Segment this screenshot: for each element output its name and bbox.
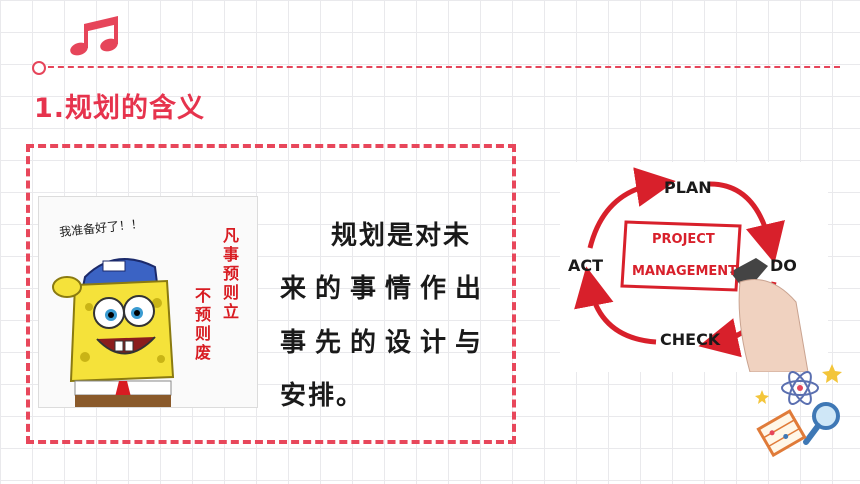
project-text: PROJECT [652,232,715,247]
body-line-1: 规划是对未 [331,221,472,251]
star-icon [822,364,842,383]
vertical-slogan-2: 不预则废 [192,287,211,363]
vertical-slogan-1: 凡事预则立 [220,227,239,322]
pdca-do-label: DO [770,256,797,275]
speech-text: 我准备好了！！ [58,216,144,240]
pdca-plan-label: PLAN [664,178,712,197]
science-decoration [755,364,842,458]
body-line-2: 来的事情作出 [280,274,491,304]
abacus-icon [756,409,807,458]
section-title: 1.规划的含义 [34,93,206,124]
dashed-line-start-dot [32,61,46,75]
pdca-arrows [574,167,809,372]
body-line-4: 安排。 [280,381,365,411]
music-note-icon [70,16,118,56]
star-icon [755,390,769,404]
spongebob-image: 我准备好了！！ 凡事预则立 不预则废 [38,196,258,408]
management-text: MANAGEMENT [632,264,738,279]
pdca-cycle-image: PLAN DO CHECK ACT PROJECT MANAGEMENT [560,162,828,372]
spongebob-figure [52,258,175,407]
dashed-content-box [26,144,516,444]
body-line-3: 事先的设计与 [280,328,491,358]
magnifier-icon [803,402,840,445]
top-dashed-line [38,66,840,68]
pdca-check-label: CHECK [660,330,721,349]
atom-icon [781,371,819,405]
pdca-act-label: ACT [568,256,604,275]
